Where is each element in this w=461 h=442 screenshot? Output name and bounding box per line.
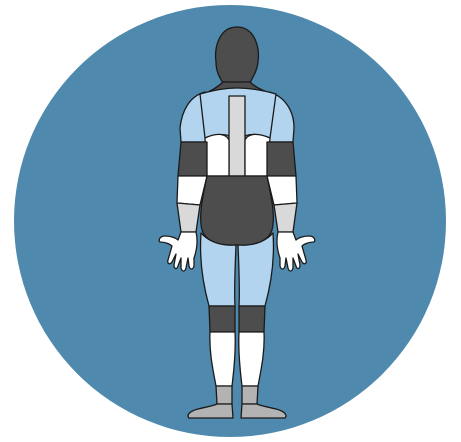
spine-region — [229, 96, 245, 176]
right-forearm-lower-region — [274, 203, 297, 232]
lower-back-right-region — [245, 134, 270, 176]
hips-buttocks-region — [201, 176, 274, 245]
right-knee-region — [239, 306, 265, 332]
left-ankle-region — [216, 386, 232, 404]
lower-back-left-region — [205, 134, 229, 176]
right-elbow-region — [267, 142, 296, 176]
left-elbow-region — [178, 142, 207, 176]
right-ankle-region — [242, 386, 258, 404]
left-knee-region — [209, 306, 235, 332]
left-forearm-lower-region — [177, 203, 200, 232]
